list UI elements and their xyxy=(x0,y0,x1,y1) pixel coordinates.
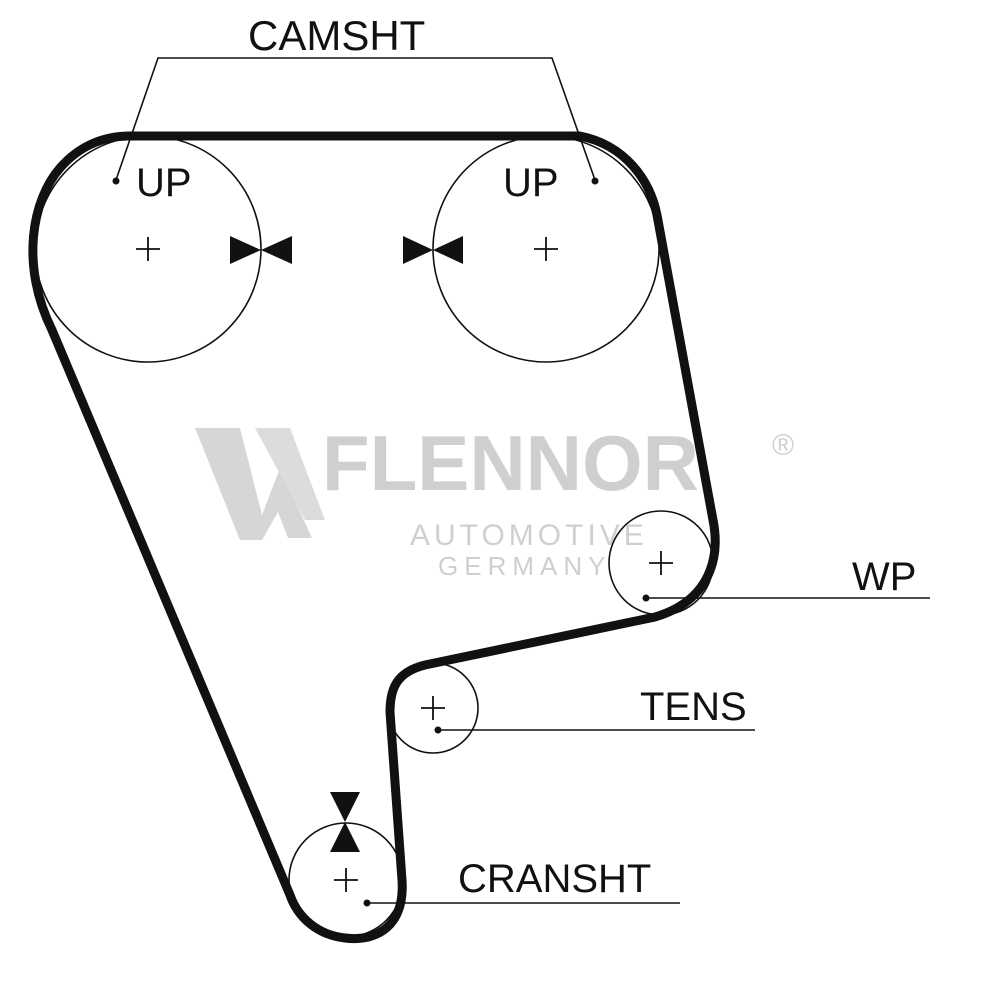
watermark-line2: GERMANY xyxy=(438,551,611,581)
camshaft-right-up-label: UP xyxy=(503,161,559,205)
camshaft-left-timing-mark-icon xyxy=(230,236,292,264)
watermark-logo-icon xyxy=(195,428,312,540)
camshaft-left-dot xyxy=(112,177,120,185)
water-pump-dot xyxy=(642,594,650,602)
crankshaft-timing-mark-icon xyxy=(330,792,360,852)
camshaft-right-timing-mark-icon xyxy=(403,236,463,264)
timing-marks xyxy=(230,236,463,852)
camshaft-right-dot xyxy=(591,177,599,185)
tensioner-center-mark xyxy=(421,696,445,720)
crankshaft-dot xyxy=(363,899,371,907)
camshaft-leader-line xyxy=(115,57,596,181)
tensioner-dot xyxy=(434,726,442,734)
camshaft-right-center-mark xyxy=(534,237,558,261)
camshaft-left-up-label: UP xyxy=(136,161,192,205)
center-marks xyxy=(136,237,673,892)
camshaft-left-center-mark xyxy=(136,237,160,261)
crankshaft-label: CRANSHT xyxy=(458,857,651,901)
watermark-line1: AUTOMOTIVE xyxy=(410,519,648,552)
watermark-brand: FLENNOR xyxy=(322,419,699,507)
watermark: FLENNOR ® AUTOMOTIVE GERMANY xyxy=(195,419,794,581)
tensioner-label: TENS xyxy=(640,685,747,729)
camshaft-label: CAMSHT xyxy=(248,12,425,59)
watermark-logo-icon-stripe xyxy=(255,428,325,520)
leader-dots xyxy=(112,177,650,907)
leader-lines xyxy=(115,57,930,904)
water-pump-label: WP xyxy=(852,555,916,599)
timing-belt xyxy=(28,131,720,944)
watermark-registered: ® xyxy=(772,429,794,462)
water-pump-center-mark xyxy=(649,551,673,575)
crankshaft-center-mark xyxy=(334,868,358,892)
